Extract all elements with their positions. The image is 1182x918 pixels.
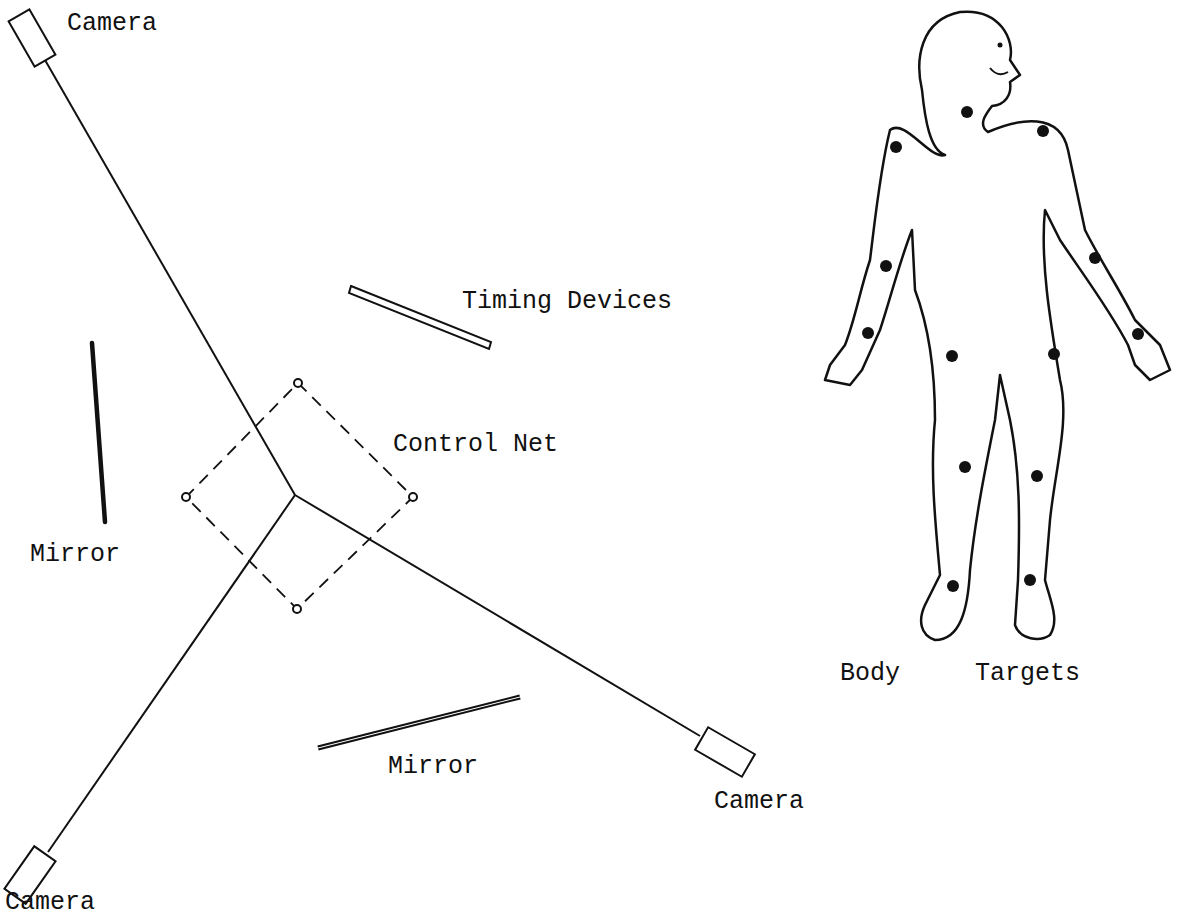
- face-smile: [990, 68, 1008, 74]
- text-label: Timing Devices: [462, 288, 672, 316]
- text-label: Body: [840, 660, 900, 688]
- text-label: Targets: [975, 660, 1080, 688]
- body-target: [880, 260, 892, 272]
- body-target: [1132, 328, 1144, 340]
- camera-symbol: [9, 9, 56, 66]
- mirror-symbol: [318, 697, 520, 748]
- sight-line: [45, 60, 295, 495]
- control-point: [293, 605, 301, 613]
- text-label: Camera: [714, 788, 804, 816]
- text-label: Mirror: [30, 541, 120, 569]
- camera-symbol: [695, 727, 755, 777]
- face-eye: [998, 43, 1003, 48]
- body-target: [1024, 574, 1036, 586]
- text-label: Control Net: [393, 431, 558, 459]
- body-target: [862, 327, 874, 339]
- body-target: [1089, 252, 1101, 264]
- body-target: [1048, 348, 1060, 360]
- control-point: [294, 379, 302, 387]
- body-target: [947, 580, 959, 592]
- control-net: [186, 383, 413, 609]
- mirror-symbol: [318, 697, 520, 748]
- body-target: [946, 350, 958, 362]
- body-target: [1031, 470, 1043, 482]
- body-target: [961, 106, 973, 118]
- human-figure: [825, 12, 1170, 640]
- body-target: [1037, 125, 1049, 137]
- control-point: [409, 493, 417, 501]
- sight-line: [295, 495, 700, 736]
- text-label: Camera: [67, 10, 157, 38]
- text-label: Camera: [5, 889, 95, 917]
- body-target: [890, 141, 902, 153]
- mirror-symbol: [92, 343, 105, 522]
- text-label: Mirror: [388, 753, 478, 781]
- control-point: [182, 493, 190, 501]
- body-target: [959, 461, 971, 473]
